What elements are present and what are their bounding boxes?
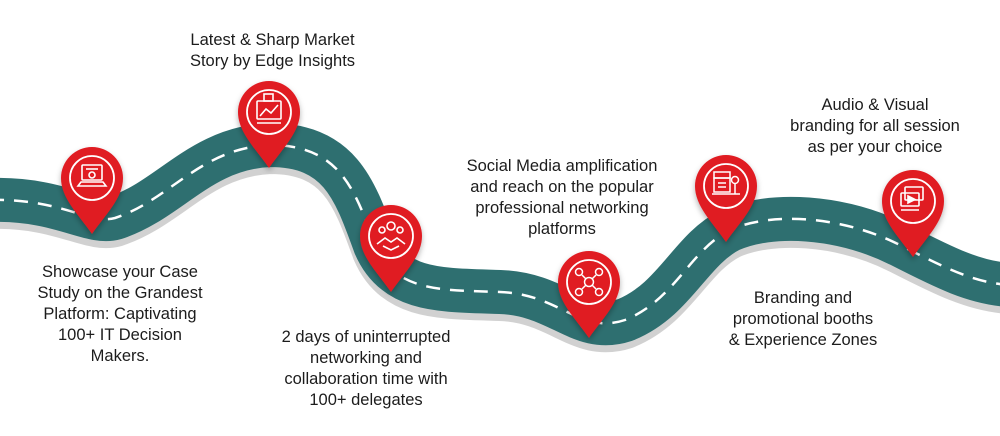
milestone-pin-1: [61, 147, 123, 234]
road-center-line: [0, 143, 1000, 325]
milestone-pin-4: [558, 251, 620, 338]
milestone-pin-3: [360, 205, 422, 292]
networking-handshake-icon: [376, 221, 406, 251]
presentation-laptop-icon: [76, 164, 108, 187]
milestone-caption-3: 2 days of uninterrupted networking and c…: [281, 328, 451, 409]
milestone-caption-1: Showcase your Case Study on the Grandest…: [37, 263, 203, 365]
milestone-pin-5: [695, 155, 757, 242]
promotional-booth-icon: [712, 171, 740, 195]
milestone-caption-4: Social Media amplification and reach on …: [466, 157, 658, 238]
social-media-network-icon: [574, 267, 604, 297]
milestone-caption-5: Branding and promotional booths & Experi…: [728, 289, 878, 349]
audio-visual-media-icon: [900, 186, 924, 211]
milestone-caption-6: Audio & Visual branding for all session …: [790, 96, 960, 156]
milestone-pin-2: [238, 81, 300, 168]
milestone-caption-2: Latest & Sharp Market Story by Edge Insi…: [189, 31, 356, 70]
market-insights-chart-icon: [256, 93, 282, 124]
milestone-pin-6: [882, 170, 944, 257]
